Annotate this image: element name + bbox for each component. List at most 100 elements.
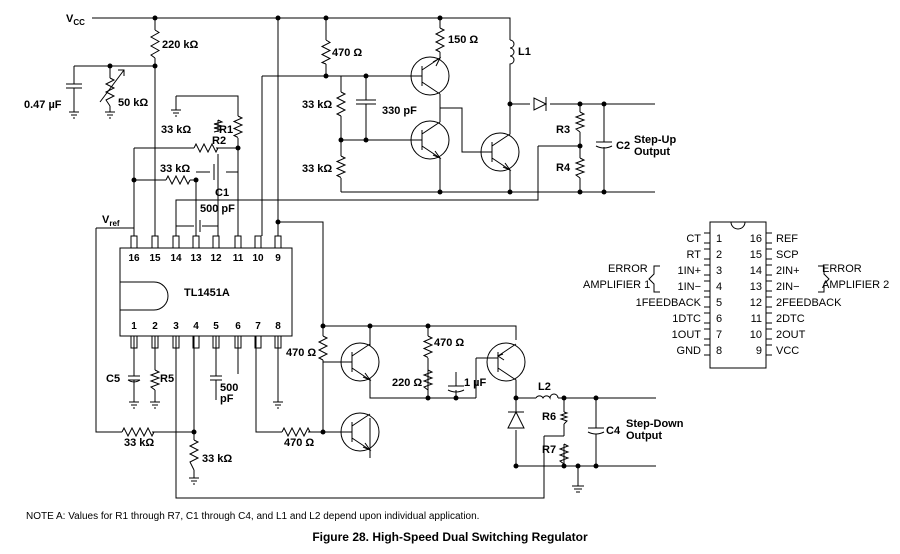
pinout-num-10: 10	[750, 329, 762, 341]
resistor-r3	[574, 111, 586, 133]
resistors	[104, 27, 586, 471]
chip-pin-11	[234, 235, 242, 249]
resistor-r4	[574, 157, 586, 179]
pinout-pin-14	[765, 264, 772, 276]
resistor-r7	[558, 443, 570, 466]
pinout-name-9: VCC	[776, 345, 799, 357]
chip-pin-4	[192, 335, 200, 349]
chip-pin-label-8: 8	[275, 321, 281, 332]
label-r3: R3	[556, 124, 570, 136]
label-r2: R2	[212, 135, 226, 147]
note-text: NOTE A: Values for R1 through R7, C1 thr…	[26, 511, 479, 522]
chip-pin-7	[254, 335, 262, 349]
label-047u: 0.47 µF	[24, 99, 62, 111]
pinout-name-5: 1FEEDBACK	[636, 297, 702, 309]
pinout-name-2: RT	[687, 249, 702, 261]
resistor-220k	[149, 29, 161, 59]
label-l2: L2	[538, 381, 551, 393]
resistor-470-mid	[422, 335, 434, 358]
pinout-pin-2	[704, 248, 711, 260]
label-33k-b: 33 kΩ	[302, 163, 332, 175]
pinout-num-7: 7	[716, 329, 722, 341]
pinout-package: 1CT2RT31IN+41IN−51FEEDBACK61DTC71OUT8GND…	[636, 221, 842, 369]
pinout-name-1: CT	[686, 233, 701, 245]
label-1u: 1 µF	[464, 377, 487, 389]
label-stepdown: Step-Down	[626, 418, 684, 430]
label-470-left: 470 Ω	[286, 347, 316, 359]
resistor-r2	[193, 142, 219, 154]
transistor-q1	[410, 56, 450, 96]
label-c4: C4	[606, 425, 621, 437]
pinout-pin-5	[704, 296, 711, 308]
pinout-name-12: 2FEEDBACK	[776, 297, 842, 309]
chip-pin-label-9: 9	[275, 253, 281, 264]
resistor-r6	[559, 411, 569, 425]
error-left-1: ERROR	[608, 263, 648, 275]
chip-pin-16	[130, 235, 138, 249]
pinout-num-2: 2	[716, 249, 722, 261]
label-500-a: 500	[220, 382, 238, 394]
resistor-33k-e	[188, 439, 200, 471]
inductor-l2	[535, 393, 559, 400]
chip-pin-label-13: 13	[190, 253, 202, 264]
label-r6: R6	[542, 411, 556, 423]
pinout-pin-13	[765, 280, 772, 292]
label-l1: L1	[518, 46, 531, 58]
capacitor-c2	[595, 141, 613, 152]
pinout-name-10: 2OUT	[776, 329, 806, 341]
pinout-pin-1	[704, 232, 711, 244]
pinout-name-16: REF	[776, 233, 798, 245]
pinout-pin-3	[704, 264, 711, 276]
inductor-l1	[509, 39, 515, 66]
label-33k-d: 33 kΩ	[124, 437, 154, 449]
chip-pin-label-6: 6	[235, 321, 241, 332]
pinout-num-11: 11	[751, 313, 762, 325]
chip-pin-12	[212, 235, 220, 249]
label-pot-50k: 50 kΩ	[118, 97, 148, 109]
label-r7: R7	[542, 444, 556, 456]
label-r5: R5	[160, 373, 174, 385]
resistor-470-top	[320, 39, 332, 65]
diode-stepup	[533, 97, 548, 111]
pinout-num-16: 16	[750, 233, 762, 245]
pinout-name-13: 2IN−	[776, 281, 800, 293]
transistor-q6	[476, 342, 526, 392]
pinout-pin-4	[704, 280, 711, 292]
error-right-2: AMPLIFIER 2	[822, 279, 889, 291]
capacitor-1u	[447, 385, 465, 393]
chip-pin-1	[130, 335, 138, 349]
label-ic-name: TL1451A	[184, 287, 230, 299]
pinout-name-4: 1IN−	[677, 281, 701, 293]
transistor-q3	[480, 128, 520, 178]
label-33k-c: 33 kΩ	[160, 163, 190, 175]
chip-pin-label-1: 1	[131, 321, 137, 332]
pinout-pin-6	[704, 312, 711, 324]
pinout-num-6: 6	[716, 313, 722, 325]
label-stepup: Step-Up	[634, 134, 676, 146]
resistor-220-mid	[422, 369, 434, 391]
label-r4: R4	[556, 162, 571, 174]
chip-pin-14	[172, 235, 180, 249]
chip-pin-label-7: 7	[255, 321, 261, 332]
chip-pin-6	[234, 335, 242, 349]
resistor-r1	[232, 115, 244, 138]
transistor-q5	[340, 412, 380, 452]
pinout-name-8: GND	[677, 345, 702, 357]
resistor-33k-b	[335, 155, 347, 178]
pinout-name-6: 1DTC	[672, 313, 701, 325]
label-220-mid: 220 Ω	[392, 377, 422, 389]
pinout-num-9: 9	[756, 345, 762, 357]
label-c5: C5	[106, 373, 120, 385]
resistor-470-left	[317, 335, 329, 361]
label-c1: C1	[215, 187, 229, 199]
label-330p: 330 pF	[382, 105, 417, 117]
pinout-name-11: 2DTC	[776, 313, 805, 325]
chip-pin-15	[151, 235, 159, 249]
chip-pin-9	[274, 235, 282, 249]
chip-pin-label-14: 14	[170, 253, 182, 264]
chip-pin-label-15: 15	[149, 253, 161, 264]
capacitor-c5-curve	[127, 379, 141, 383]
pinout-num-5: 5	[716, 297, 722, 309]
